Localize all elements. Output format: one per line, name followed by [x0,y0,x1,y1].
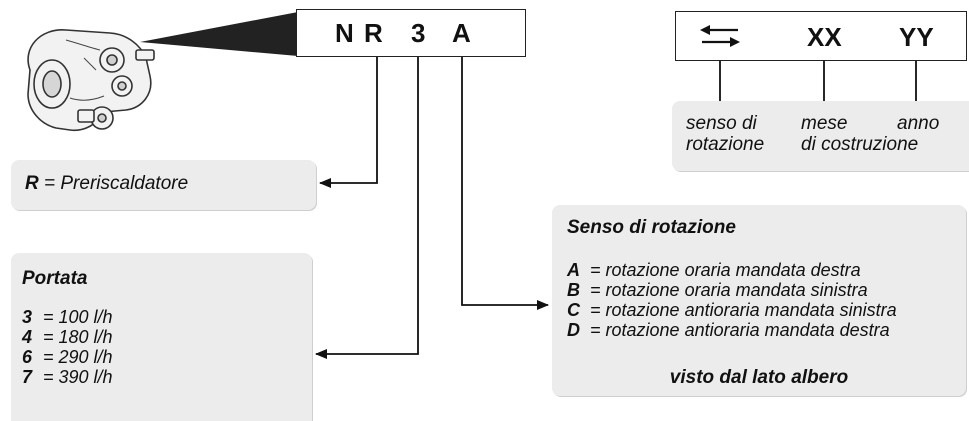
legend-costruzione: di costruzione [801,134,919,155]
portata-key: 3 [22,307,33,327]
date-code-box: XX YY [675,11,967,61]
rotazione-value: = rotazione oraria mandata sinistra [585,280,868,300]
rotazione-value: = rotazione oraria mandata destra [585,260,861,280]
list-item: 6 = 290 l/h [22,347,113,367]
rotazione-value: = rotazione antioraria mandata destra [585,320,890,340]
bidirectional-arrows-icon [700,25,740,47]
list-item: D = rotazione antioraria mandata destra [567,320,897,340]
portata-key: 4 [22,327,33,347]
preriscaldatore-text: R = Preriscaldatore [25,173,188,195]
month-code: XX [807,22,842,52]
legend-anno: anno [897,113,940,134]
code-char-3: 3 [411,18,426,48]
preriscaldatore-key: R [25,173,39,194]
portata-value: = 290 l/h [38,347,113,367]
list-item: C = rotazione antioraria mandata sinistr… [567,300,897,320]
rotazione-key: D [567,320,580,340]
code-char-r: R [364,18,383,48]
rotazione-title: Senso di rotazione [567,217,736,238]
portata-list: 3 = 100 l/h 4 = 180 l/h 6 = 290 l/h 7 = … [22,307,113,387]
portata-title: Portata [22,268,88,289]
rotazione-footer: visto dal lato albero [669,367,849,388]
list-item: B = rotazione oraria mandata sinistra [567,280,897,300]
rotazione-key: A [567,260,580,280]
rotazione-value: = rotazione antioraria mandata sinistra [585,300,897,320]
code-char-a: A [452,18,471,48]
pump-illustration-icon [27,12,298,132]
portata-value: = 100 l/h [38,307,113,327]
rotazione-key: B [567,280,580,300]
portata-key: 7 [22,367,33,387]
list-item: A = rotazione oraria mandata destra [567,260,897,280]
date-legend-panel: senso di rotazione mese di costruzione a… [672,101,969,171]
legend-rotazione: rotazione [686,134,765,155]
portata-key: 6 [22,347,33,367]
preriscaldatore-panel: R = Preriscaldatore [11,160,316,210]
list-item: 3 = 100 l/h [22,307,113,327]
list-item: 7 = 390 l/h [22,367,113,387]
code-char-n: N [335,18,354,48]
rotazione-key: C [567,300,580,320]
model-code-box: N R 3 A [296,9,526,57]
portata-panel: Portata 3 = 100 l/h 4 = 180 l/h 6 = 290 … [11,253,312,421]
legend-senso: senso di [686,113,757,134]
preriscaldatore-label: = Preriscaldatore [38,173,189,194]
portata-value: = 390 l/h [38,367,113,387]
legend-mese: mese [801,113,848,134]
list-item: 4 = 180 l/h [22,327,113,347]
rotazione-list: A = rotazione oraria mandata destra B = … [567,260,897,340]
year-code: YY [899,22,934,52]
rotazione-panel: Senso di rotazione A = rotazione oraria … [552,205,966,396]
portata-value: = 180 l/h [38,327,113,347]
